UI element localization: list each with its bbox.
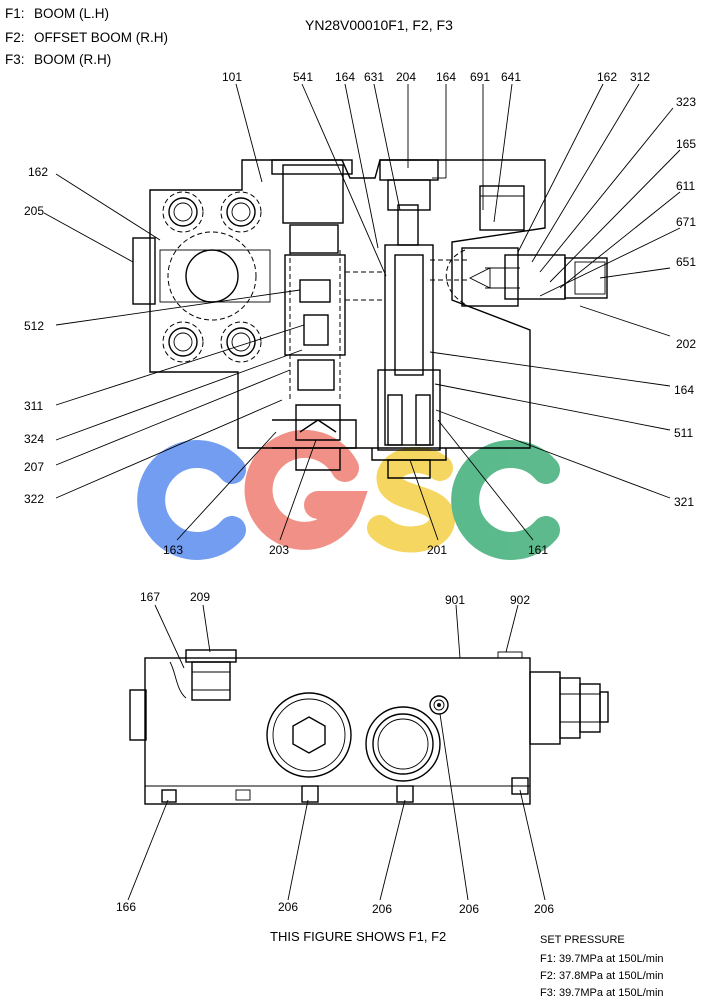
label-691: 691: [470, 70, 490, 84]
label-203: 203: [269, 543, 289, 557]
label-651: 651: [676, 255, 696, 269]
plug-206-a: [301, 785, 319, 803]
watermark-letter-c1: [137, 440, 246, 560]
figure-caption: THIS FIGURE SHOWS F1, F2: [270, 929, 446, 944]
legend-f1-value: BOOM (L.H): [34, 6, 109, 21]
watermark-cgsc: [137, 429, 560, 560]
valve-body-side: [144, 657, 531, 805]
label-312: 312: [630, 70, 650, 84]
relief-valve-body: [529, 671, 561, 745]
label-161: 161: [528, 543, 548, 557]
label-204: 204: [396, 70, 416, 84]
label-164-b: 164: [436, 70, 456, 84]
label-162-left: 162: [28, 165, 48, 179]
label-311: 311: [24, 399, 43, 413]
plug-assembly-left: [282, 164, 344, 224]
label-165: 165: [676, 137, 696, 151]
label-205: 205: [24, 204, 44, 218]
label-206-c: 206: [459, 902, 479, 916]
bolt-hole: [226, 197, 256, 227]
label-323: 323: [676, 95, 696, 109]
label-206-a: 206: [278, 900, 298, 914]
label-321: 321: [674, 495, 694, 509]
top-leader-lines: [43, 83, 681, 541]
label-163: 163: [163, 543, 183, 557]
legend-f3-key: F3:: [5, 52, 25, 67]
plug-209: [185, 649, 237, 663]
label-511: 511: [674, 426, 693, 440]
label-611: 611: [676, 179, 695, 193]
valve-body-outline: [149, 159, 546, 449]
bolt-hole: [226, 327, 256, 357]
label-162-right: 162: [597, 70, 617, 84]
label-641: 641: [501, 70, 521, 84]
set-pressure-title: SET PRESSURE: [540, 934, 625, 946]
watermark-letter-g: [244, 429, 368, 550]
plug-206-small: [429, 695, 449, 715]
watermark-letter-c2: [451, 440, 560, 560]
bolt-hole: [168, 197, 198, 227]
plug-204: [379, 159, 439, 181]
header-legend: F1: BOOM (L.H) F2: OFFSET BOOM (R.H) F3:…: [5, 6, 168, 67]
bolt-hole: [168, 327, 198, 357]
label-167: 167: [140, 590, 160, 604]
legend-f3-value: BOOM (R.H): [34, 52, 111, 67]
flange-plate-205: [132, 237, 156, 305]
bottom-labels: 167 209 901 902 166 206 206 206 206: [116, 590, 554, 916]
legend-f2-key: F2:: [5, 30, 25, 45]
part-number-title: YN28V00010F1, F2, F3: [305, 17, 453, 33]
spool-bore: [384, 244, 434, 446]
cap-691: [479, 185, 525, 231]
label-512: 512: [24, 319, 44, 333]
relief-cartridge: [461, 247, 519, 307]
label-209: 209: [190, 590, 210, 604]
legend-f2-value: OFFSET BOOM (R.H): [34, 30, 168, 45]
label-164-a: 164: [335, 70, 355, 84]
bottom-leader-lines: [127, 604, 546, 901]
label-164-c: 164: [674, 383, 694, 397]
plug-166: [161, 789, 177, 803]
set-pressure-table: SET PRESSURE F1: 39.7MPa at 150L/min F2:…: [540, 934, 664, 999]
label-166: 166: [116, 900, 136, 914]
plug-206-b: [396, 785, 414, 803]
plug-206-d: [511, 777, 529, 795]
legend-f1-key: F1:: [5, 6, 25, 21]
top-labels: 101 541 164 631 204 164 691 641 162 312 …: [24, 70, 696, 557]
port-hex-plug: [266, 692, 352, 778]
label-201: 201: [427, 543, 447, 557]
top-section-view: [132, 159, 608, 479]
side-flange: [129, 689, 147, 741]
label-541: 541: [293, 70, 313, 84]
label-671: 671: [676, 215, 696, 229]
label-206-d: 206: [534, 902, 554, 916]
label-631: 631: [364, 70, 384, 84]
adjust-screw-651: [564, 257, 608, 299]
hex-socket: [292, 716, 326, 754]
label-101: 101: [222, 70, 242, 84]
label-901: 901: [445, 593, 465, 607]
label-322: 322: [24, 492, 44, 506]
main-port: [185, 249, 239, 303]
port-open: [365, 706, 441, 782]
set-pressure-row-f2: F2: 37.8MPa at 150L/min: [540, 970, 664, 982]
bottom-side-view: [129, 649, 609, 805]
label-902: 902: [510, 593, 530, 607]
label-207: 207: [24, 460, 44, 474]
set-pressure-row-f3: F3: 39.7MPa at 150L/min: [540, 987, 664, 999]
label-324: 324: [24, 432, 44, 446]
watermark-letter-s: [367, 447, 455, 553]
label-202: 202: [676, 337, 696, 351]
set-pressure-row-f1: F1: 39.7MPa at 150L/min: [540, 953, 664, 965]
label-206-b: 206: [372, 902, 392, 916]
poppet-512: [299, 279, 331, 303]
